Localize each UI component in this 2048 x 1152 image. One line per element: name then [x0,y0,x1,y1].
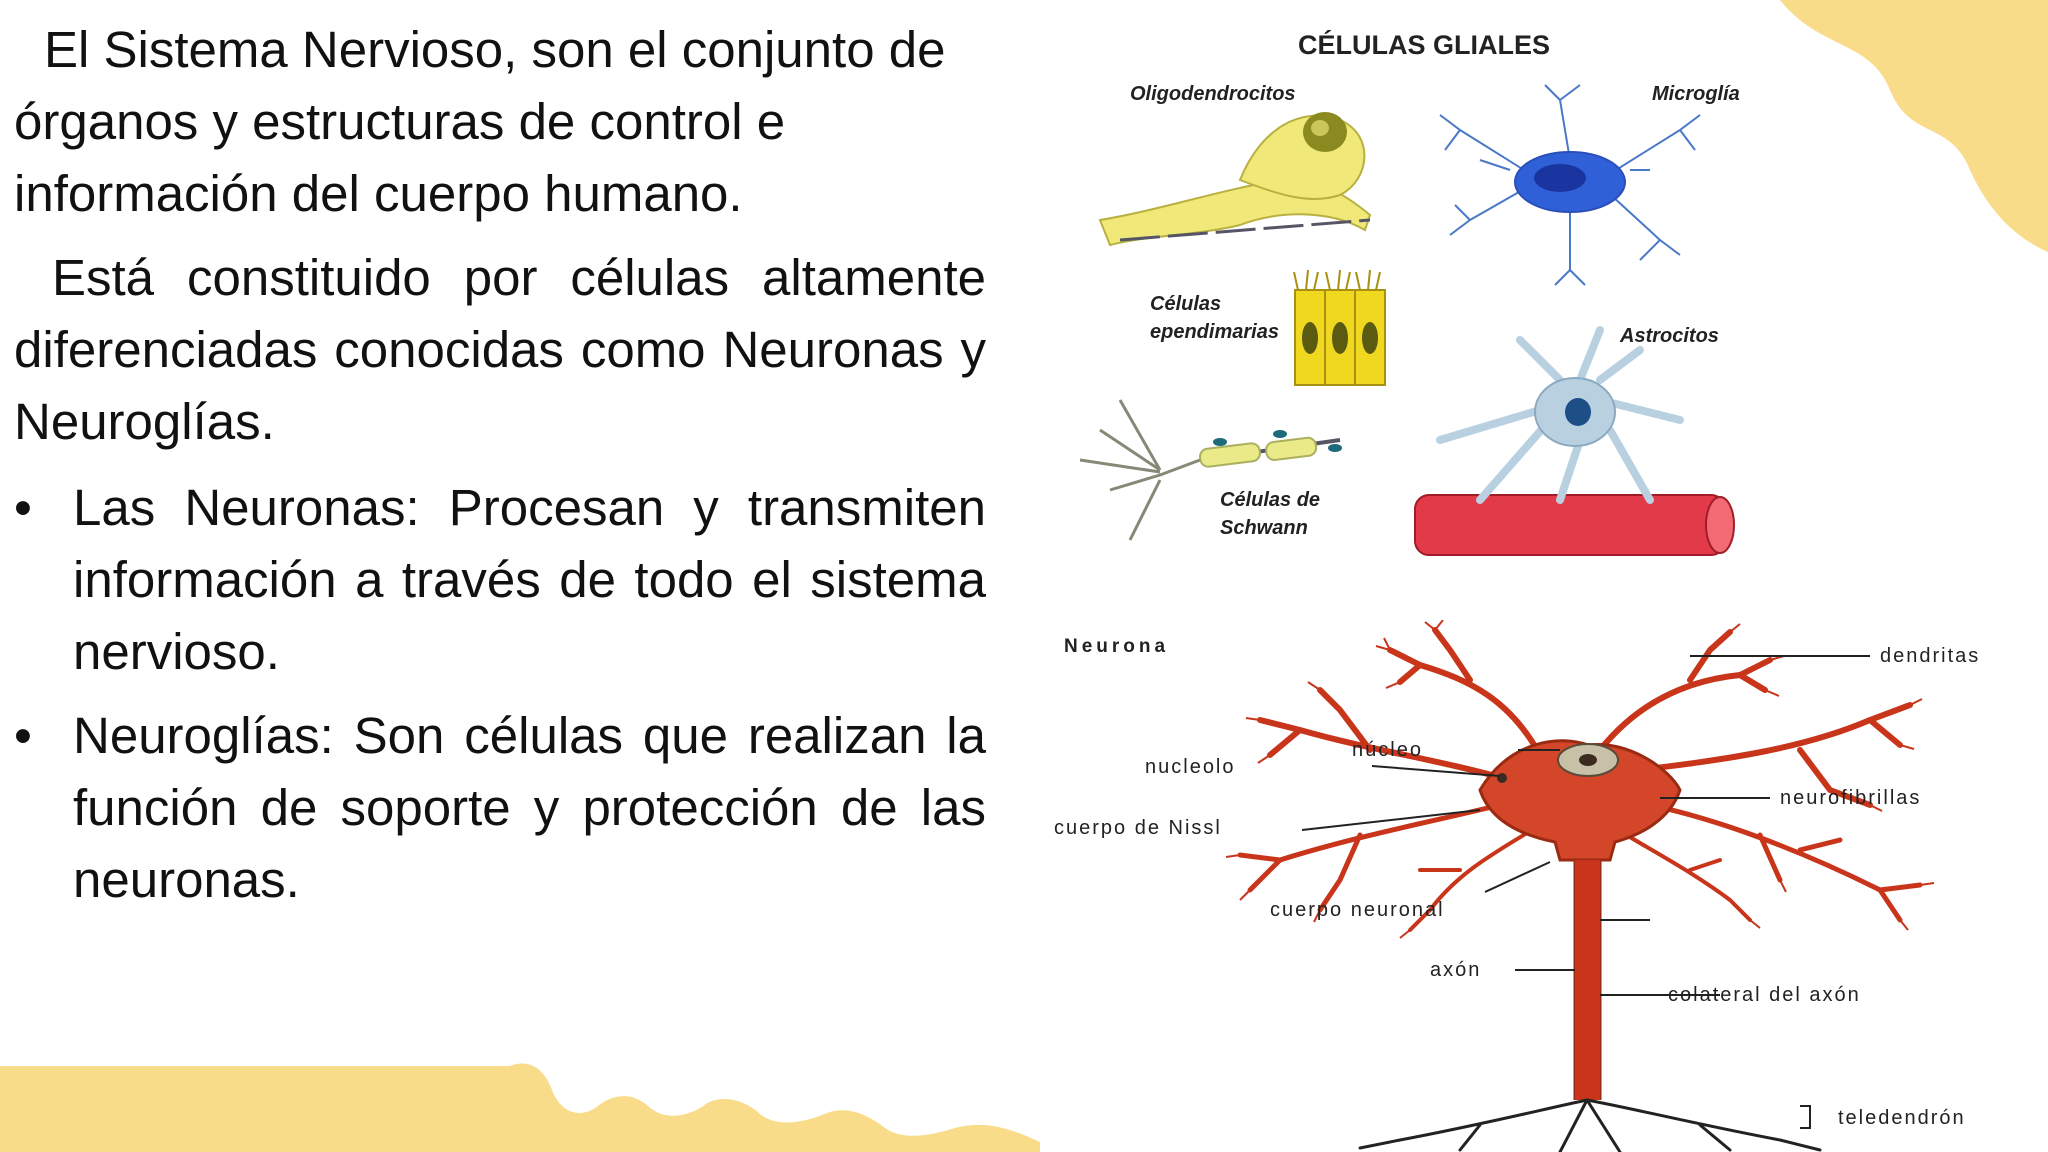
ependymal-cells-illustration: Células ependimarias [1150,269,1386,386]
bullet-item-neuronas: • Las Neuronas: Procesan y transmiten in… [14,472,986,688]
label-cuerpo-neuronal: cuerpo neuronal [1270,899,1445,921]
label-oligodendrocitos: Oligodendrocitos [1130,83,1296,105]
label-dendritas: dendritas [1880,645,1980,667]
bottom-wave-decoration [0,1063,1040,1152]
bullet-dot: • [14,707,32,764]
bullet-list: • Las Neuronas: Procesan y transmiten in… [14,472,986,916]
label-nucleo: núcleo [1352,739,1423,761]
label-schwann-line2: Schwann [1220,517,1308,539]
composition-paragraph: Está constituido por células altamente d… [14,249,986,450]
bullet-item-neuroglias: • Neuroglías: Son células que realizan l… [14,700,986,916]
neuron-figure: Neurona dendritas núcl [1054,620,1980,1152]
label-cuerpo-nissl: cuerpo de Nissl [1054,817,1222,839]
slide-text: El Sistema Nervioso, son el conjunto de … [14,14,986,916]
cell-body-illustration [1478,739,1682,862]
label-astrocitos: Astrocitos [1619,325,1719,347]
label-ependimarias-line1: Células [1150,293,1221,315]
label-colateral-axon: colateral del axón [1668,984,1861,1006]
teledendron-illustration [1358,1098,1822,1152]
label-neurofibrillas: neurofibrillas [1780,787,1921,809]
label-nucleolo: nucleolo [1145,756,1236,778]
glial-cells-figure: CÉLULAS GLIALES Oligodendrocitos Microgl… [1079,29,1740,556]
bullet-text: Las Neuronas: Procesan y transmiten info… [73,479,986,680]
dendrites-illustration [1237,627,1923,932]
glia-figure-title: CÉLULAS GLIALES [1298,29,1550,60]
label-ependimarias-line2: ependimarias [1150,321,1279,343]
oligodendrocyte-illustration: Oligodendrocitos [1098,83,1372,247]
bullet-dot: • [14,479,32,536]
label-teledendron: teledendrón [1838,1107,1966,1129]
intro-paragraph: El Sistema Nervioso, son el conjunto de … [14,21,946,222]
label-microglia: Microglía [1652,83,1740,105]
schwann-cells-illustration: Células de Schwann [1079,399,1342,541]
label-schwann-line1: Células de [1220,489,1320,511]
bullet-text: Neuroglías: Son células que realizan la … [73,707,986,908]
label-axon: axón [1430,959,1481,981]
corner-decoration-top-right [1780,0,2048,252]
astrocyte-illustration: Astrocitos [1414,325,1735,556]
microglia-illustration: Microglía [1439,83,1740,286]
neuron-figure-title: Neurona [1064,636,1169,657]
